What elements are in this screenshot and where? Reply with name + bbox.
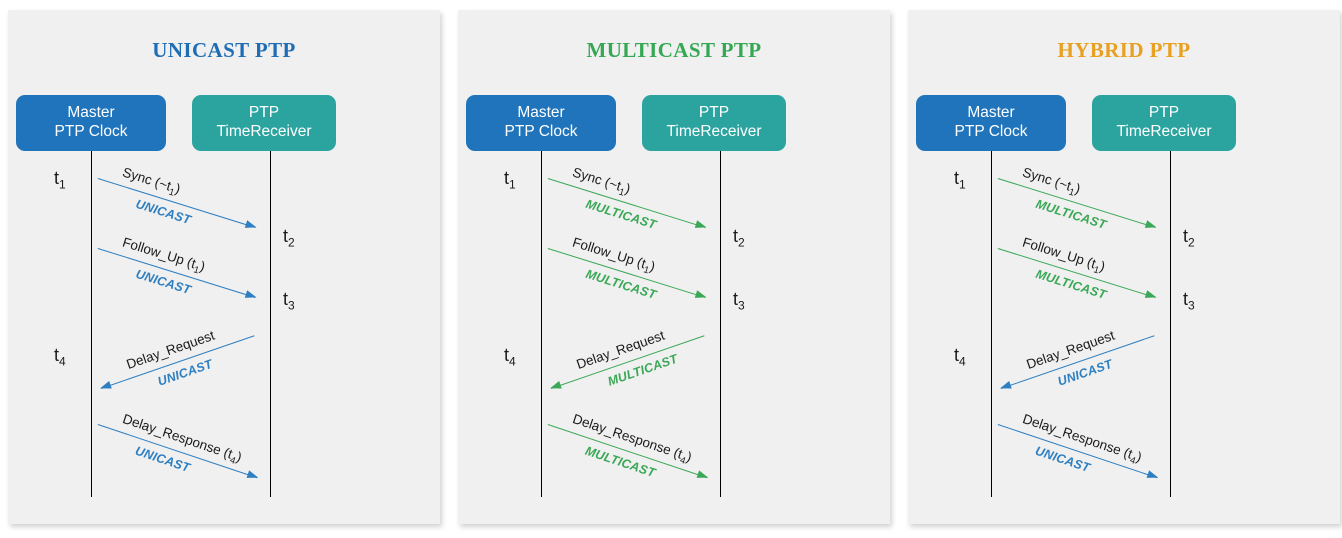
timestamp-t3: t3 (1183, 289, 1195, 313)
timestamp-t4: t4 (954, 345, 966, 369)
master-label-line1: Master (517, 104, 565, 122)
receiver-label-line1: PTP (248, 104, 280, 122)
lifeline-receiver (270, 151, 271, 497)
message-arrow-delay-request: Delay_Request UNICAST (998, 328, 1155, 392)
message-arrow-sync: Sync (~t1) MULTICAST (997, 164, 1158, 232)
lifeline-receiver (720, 151, 721, 497)
master-label-line1: Master (67, 104, 115, 122)
arrow-head-icon (1146, 469, 1160, 481)
timestamp-t1: t1 (54, 168, 66, 192)
receiver-label-line2: TimeReceiver (216, 123, 312, 140)
timestamp-t2: t2 (283, 226, 295, 250)
lifeline-master (991, 151, 992, 497)
arrow-head-icon (548, 380, 562, 392)
timestamp-t3: t3 (733, 289, 745, 313)
node-ptp-timereceiver: PTP TimeReceiver (642, 95, 786, 151)
master-label-line2: PTP Clock (504, 123, 578, 140)
message-arrow-follow-up: Follow_Up (t1) UNICAST (97, 234, 258, 301)
node-master-ptp-clock: Master PTP Clock (916, 95, 1066, 151)
master-label-line2: PTP Clock (954, 123, 1028, 140)
receiver-label-line2: TimeReceiver (666, 123, 762, 140)
panel-multicast: MULTICAST PTP Master PTP Clock PTP TimeR… (458, 10, 890, 524)
node-ptp-timereceiver: PTP TimeReceiver (192, 95, 336, 151)
timestamp-t2: t2 (1183, 226, 1195, 250)
mode-label-delay-request: UNICAST (1055, 356, 1115, 389)
arrow-head-icon (244, 289, 258, 301)
timestamp-t3: t3 (283, 289, 295, 313)
message-arrow-follow-up: Follow_Up (t1) MULTICAST (997, 234, 1158, 302)
panel-hybrid: HYBRID PTP Master PTP Clock PTP TimeRece… (908, 10, 1340, 524)
message-label-follow-up: Follow_Up (t1) (120, 234, 207, 277)
arrow-head-icon (696, 469, 710, 481)
panel-title-hybrid: HYBRID PTP (1057, 38, 1191, 62)
timestamp-t4: t4 (504, 345, 516, 369)
arrow-head-icon (998, 380, 1012, 392)
timestamp-t2: t2 (733, 226, 745, 250)
node-master-ptp-clock: Master PTP Clock (16, 95, 166, 151)
message-arrow-follow-up: Follow_Up (t1) MULTICAST (547, 234, 708, 302)
message-arrow-delay-response: Delay_Response (t4) UNICAST (997, 411, 1160, 481)
node-ptp-timereceiver: PTP TimeReceiver (1092, 95, 1236, 151)
message-arrow-sync: Sync (~t1) UNICAST (97, 164, 258, 231)
message-arrow-delay-response: Delay_Response (t4) UNICAST (97, 411, 260, 481)
receiver-label-line1: PTP (1148, 104, 1180, 122)
message-arrow-delay-response: Delay_Response (t4) MULTICAST (547, 411, 710, 481)
mode-label-delay-request: UNICAST (155, 356, 215, 389)
node-master-ptp-clock: Master PTP Clock (466, 95, 616, 151)
arrow-head-icon (694, 289, 708, 301)
message-arrow-sync: Sync (~t1) MULTICAST (547, 164, 708, 232)
message-label-follow-up: Follow_Up (t1) (1020, 234, 1107, 277)
arrow-head-icon (1144, 219, 1158, 231)
lifeline-master (541, 151, 542, 497)
arrow-head-icon (244, 219, 258, 231)
timestamp-t4: t4 (54, 345, 66, 369)
arrow-head-icon (694, 219, 708, 231)
lifeline-master (91, 151, 92, 497)
panel-title-unicast: UNICAST PTP (152, 38, 296, 62)
panel-unicast: UNICAST PTP Master PTP Clock PTP TimeRec… (8, 10, 440, 524)
master-label-line1: Master (967, 104, 1015, 122)
master-label-line2: PTP Clock (54, 123, 128, 140)
receiver-label-line2: TimeReceiver (1116, 123, 1212, 140)
arrow-head-icon (246, 469, 260, 481)
timestamp-t1: t1 (504, 168, 516, 192)
mode-label-sync: UNICAST (134, 196, 193, 228)
timestamp-t1: t1 (954, 168, 966, 192)
message-arrow-delay-request: Delay_Request MULTICAST (548, 328, 705, 392)
receiver-label-line1: PTP (698, 104, 730, 122)
message-arrow-delay-request: Delay_Request UNICAST (98, 328, 255, 392)
panel-title-multicast: MULTICAST PTP (586, 38, 762, 62)
lifeline-receiver (1170, 151, 1171, 497)
arrow-head-icon (98, 380, 112, 392)
message-label-follow-up: Follow_Up (t1) (570, 234, 657, 277)
arrow-head-icon (1144, 289, 1158, 301)
